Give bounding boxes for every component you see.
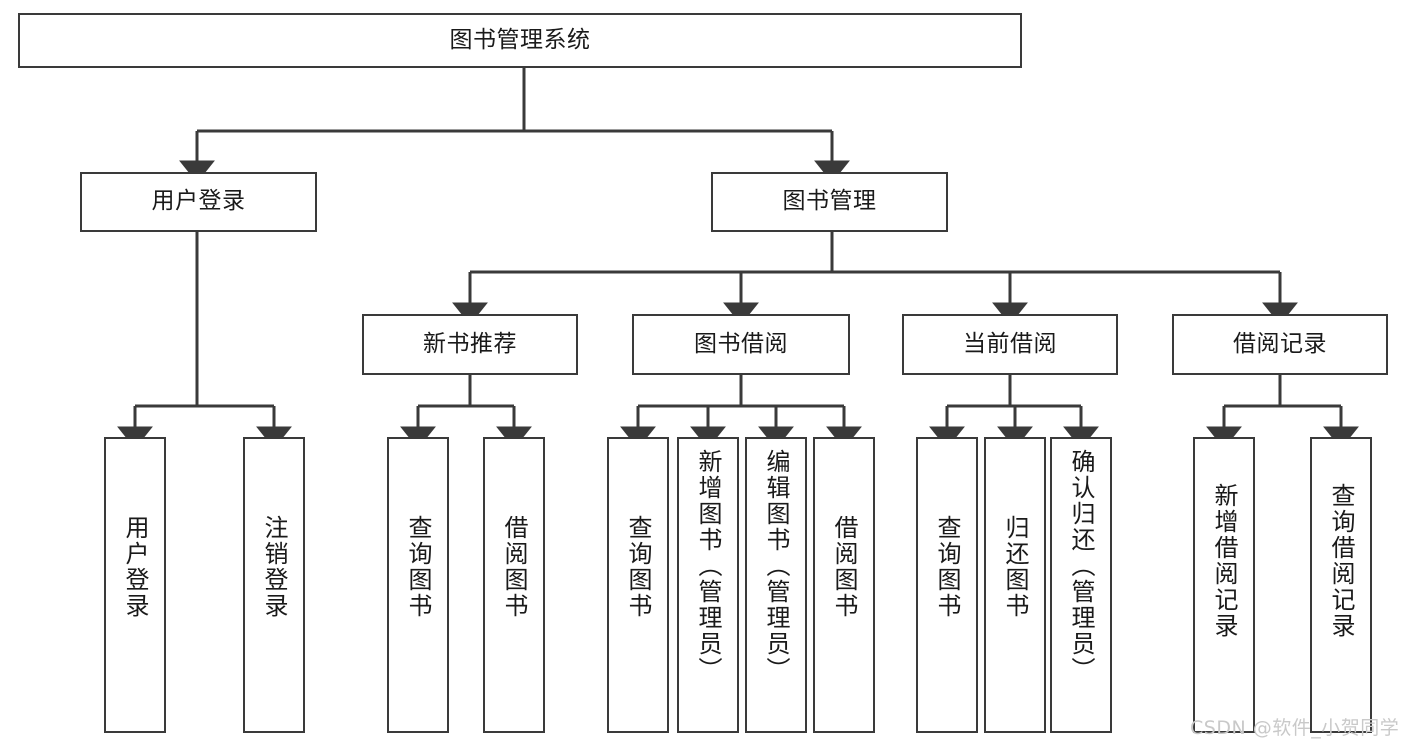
node-book-borrow[interactable]: 图书借阅 xyxy=(632,314,850,375)
leaf-book-borrow-1[interactable]: 新增图书（管理员） xyxy=(677,437,739,733)
node-borrow-record[interactable]: 借阅记录 xyxy=(1172,314,1388,375)
node-user-login[interactable]: 用户登录 xyxy=(80,172,317,232)
leaf-current-borrow-0[interactable]: 查询图书 xyxy=(916,437,978,733)
node-root-label: 图书管理系统 xyxy=(449,26,591,53)
node-current-borrow[interactable]: 当前借阅 xyxy=(902,314,1118,375)
node-root[interactable]: 图书管理系统 xyxy=(18,13,1022,68)
leaf-borrow-record-1[interactable]: 查询借阅记录 xyxy=(1310,437,1372,733)
node-book-manage-label: 图书管理 xyxy=(782,188,877,215)
node-user-login-label: 用户登录 xyxy=(151,188,246,215)
leaf-current-borrow-0-label: 查询图书 xyxy=(933,515,961,619)
leaf-current-borrow-2-label: 确认归还（管理员） xyxy=(1067,449,1095,683)
leaf-current-borrow-1-label: 归还图书 xyxy=(1001,515,1029,619)
node-current-borrow-label: 当前借阅 xyxy=(963,330,1057,357)
leaf-user-login-0[interactable]: 用户登录 xyxy=(104,437,166,733)
leaf-book-borrow-2[interactable]: 编辑图书（管理员） xyxy=(745,437,807,733)
leaf-book-borrow-1-label: 新增图书（管理员） xyxy=(694,449,722,683)
leaf-new-book-1[interactable]: 借阅图书 xyxy=(483,437,545,733)
leaf-book-borrow-0[interactable]: 查询图书 xyxy=(607,437,669,733)
leaf-user-login-1[interactable]: 注销登录 xyxy=(243,437,305,733)
leaf-user-login-0-label: 用户登录 xyxy=(121,515,149,619)
leaf-borrow-record-0-label: 新增借阅记录 xyxy=(1210,483,1238,639)
leaf-book-borrow-3-label: 借阅图书 xyxy=(830,515,858,619)
leaf-new-book-1-label: 借阅图书 xyxy=(500,515,528,619)
node-book-manage[interactable]: 图书管理 xyxy=(711,172,948,232)
leaf-new-book-0[interactable]: 查询图书 xyxy=(387,437,449,733)
leaf-book-borrow-2-label: 编辑图书（管理员） xyxy=(762,449,790,683)
leaf-book-borrow-3[interactable]: 借阅图书 xyxy=(813,437,875,733)
leaf-new-book-0-label: 查询图书 xyxy=(404,515,432,619)
node-new-book-recommend-label: 新书推荐 xyxy=(423,330,517,357)
leaf-borrow-record-0[interactable]: 新增借阅记录 xyxy=(1193,437,1255,733)
node-new-book-recommend[interactable]: 新书推荐 xyxy=(362,314,578,375)
csdn-watermark: CSDN @软件_小贺同学 xyxy=(1190,717,1400,739)
node-borrow-record-label: 借阅记录 xyxy=(1233,330,1327,357)
leaf-current-borrow-1[interactable]: 归还图书 xyxy=(984,437,1046,733)
leaf-user-login-1-label: 注销登录 xyxy=(260,515,288,619)
leaf-current-borrow-2[interactable]: 确认归还（管理员） xyxy=(1050,437,1112,733)
node-book-borrow-label: 图书借阅 xyxy=(694,330,788,357)
leaf-borrow-record-1-label: 查询借阅记录 xyxy=(1327,483,1355,639)
leaf-book-borrow-0-label: 查询图书 xyxy=(624,515,652,619)
